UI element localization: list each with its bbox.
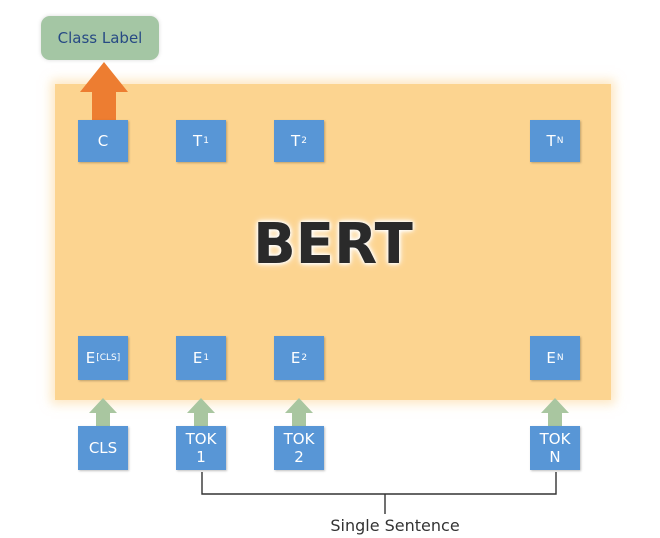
embedding-n-label: E: [546, 349, 556, 367]
input-arrow-cls: [89, 398, 117, 426]
output-box-c: C: [78, 120, 128, 162]
output-tn-subscript: N: [556, 135, 564, 146]
embedding-2-label: E: [290, 349, 301, 367]
output-t1-subscript: 1: [203, 135, 209, 146]
embedding-cls-label: E: [85, 349, 96, 367]
input-arrow-tok1: [187, 398, 215, 426]
token-box-cls: CLS: [78, 426, 128, 470]
single-sentence-caption: Single Sentence: [330, 516, 460, 535]
bert-title: BERT: [253, 212, 413, 277]
output-tn-label: T: [546, 132, 556, 150]
embedding-cls-subscript: [CLS]: [96, 352, 121, 363]
sentence-bracket: [201, 472, 557, 514]
token-box-n: TOK N: [530, 426, 580, 470]
token-box-2: TOK 2: [274, 426, 324, 470]
token-n-line2: N: [549, 448, 561, 466]
token-1-line2: 1: [196, 448, 206, 466]
token-1-line1: TOK: [185, 430, 217, 448]
output-t2-label: T: [291, 132, 301, 150]
class-label-box: Class Label: [41, 16, 159, 60]
embedding-n-subscript: N: [556, 352, 564, 363]
token-2-line2: 2: [294, 448, 304, 466]
embedding-1-label: E: [192, 349, 203, 367]
bert-model-panel: [55, 84, 611, 400]
output-c-label: C: [97, 132, 109, 150]
output-t1-label: T: [193, 132, 203, 150]
embedding-1-subscript: 1: [203, 352, 210, 363]
output-t2-subscript: 2: [301, 135, 307, 146]
token-2-line1: TOK: [283, 430, 315, 448]
input-arrow-tok2: [285, 398, 313, 426]
token-cls-line1: CLS: [88, 439, 118, 457]
token-n-line1: TOK: [539, 430, 571, 448]
embedding-2-subscript: 2: [301, 352, 308, 363]
class-label-text: Class Label: [57, 29, 143, 47]
token-box-1: TOK 1: [176, 426, 226, 470]
input-arrow-tokn: [541, 398, 569, 426]
output-arrow: [80, 62, 128, 120]
embedding-box-cls: E[CLS]: [78, 336, 128, 380]
